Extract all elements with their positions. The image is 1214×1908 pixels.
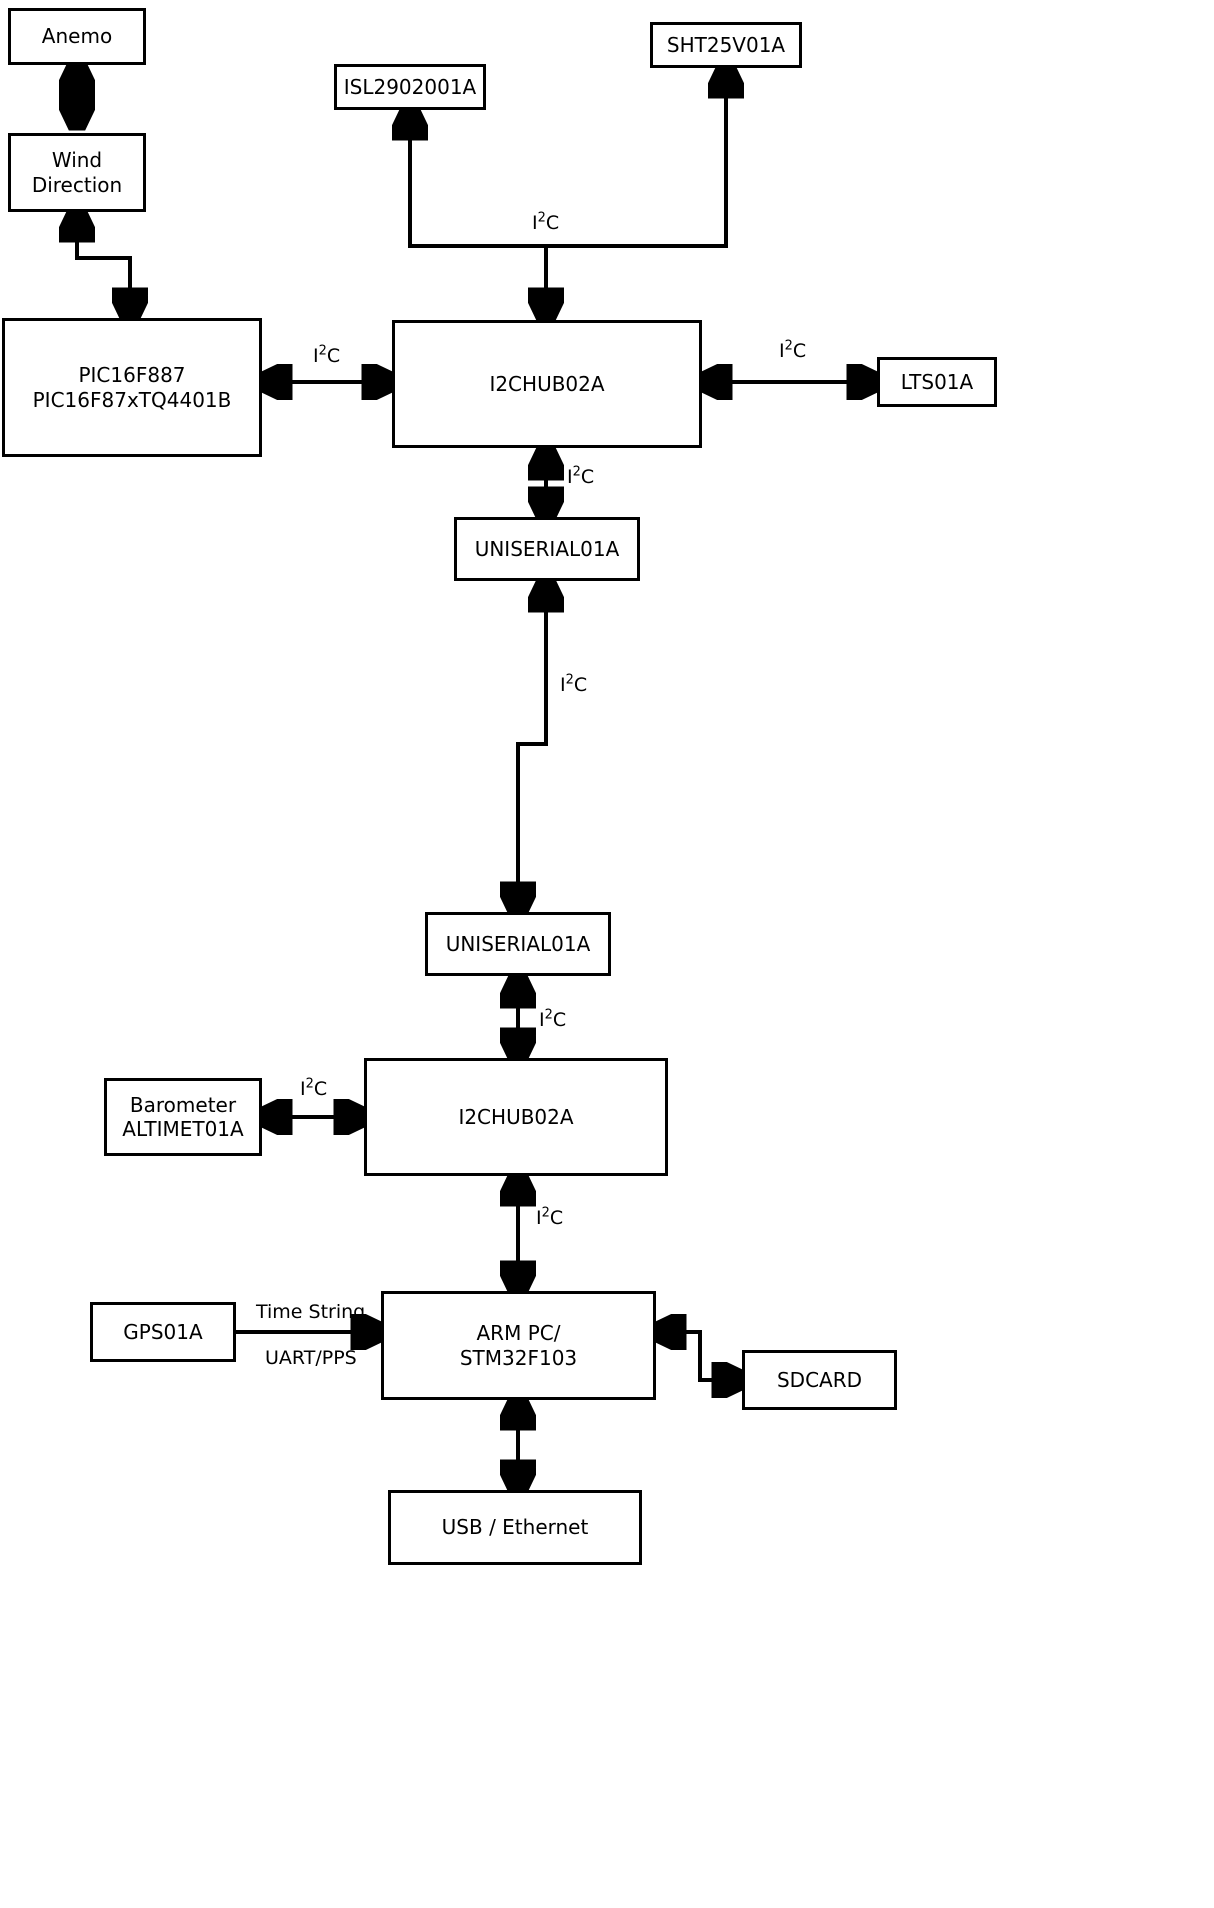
node-uniserial01a-top[interactable]: UNISERIAL01A [454,517,640,581]
edge-label-hub-to-lts: I2C [779,338,807,362]
edge-label-barometer-to-hub: I2C [300,1076,328,1100]
node-arm-pc-stm32f103[interactable]: ARM PC/ STM32F103 [381,1291,656,1400]
node-uniserial01a-bottom[interactable]: UNISERIAL01A [425,912,611,976]
edge-label-pic-to-hub: I2C [313,343,341,367]
node-sdcard[interactable]: SDCARD [742,1350,897,1410]
node-wind-direction[interactable]: Wind Direction [8,133,146,212]
node-pic-mcu[interactable]: PIC16F887 PIC16F87xTQ4401B [2,318,262,457]
node-isl2902001a[interactable]: ISL2902001A [334,64,486,110]
node-i2chub02a-top[interactable]: I2CHUB02A [392,320,702,448]
edge-label-hub-to-armpc: I2C [536,1205,564,1229]
node-usb-ethernet[interactable]: USB / Ethernet [388,1490,642,1565]
edge-label-gps-time-string: Time String [256,1301,366,1323]
edge-label-isl-sht-bus: I2C [532,210,560,234]
edge-label-hub-to-uniserial: I2C [567,464,595,488]
node-i2chub02a-bottom[interactable]: I2CHUB02A [364,1058,668,1176]
node-lts01a[interactable]: LTS01A [877,357,997,407]
node-sht25v01a[interactable]: SHT25V01A [650,22,802,68]
edge-label-uniserial-link: I2C [560,672,588,696]
edge-label-uniserial-to-hub-bottom: I2C [539,1007,567,1031]
node-barometer-altimet01a[interactable]: Barometer ALTIMET01A [104,1078,262,1156]
edge-label-gps-uart-pps: UART/PPS [265,1347,357,1369]
node-gps01a[interactable]: GPS01A [90,1302,236,1362]
node-anemo[interactable]: Anemo [8,8,146,65]
